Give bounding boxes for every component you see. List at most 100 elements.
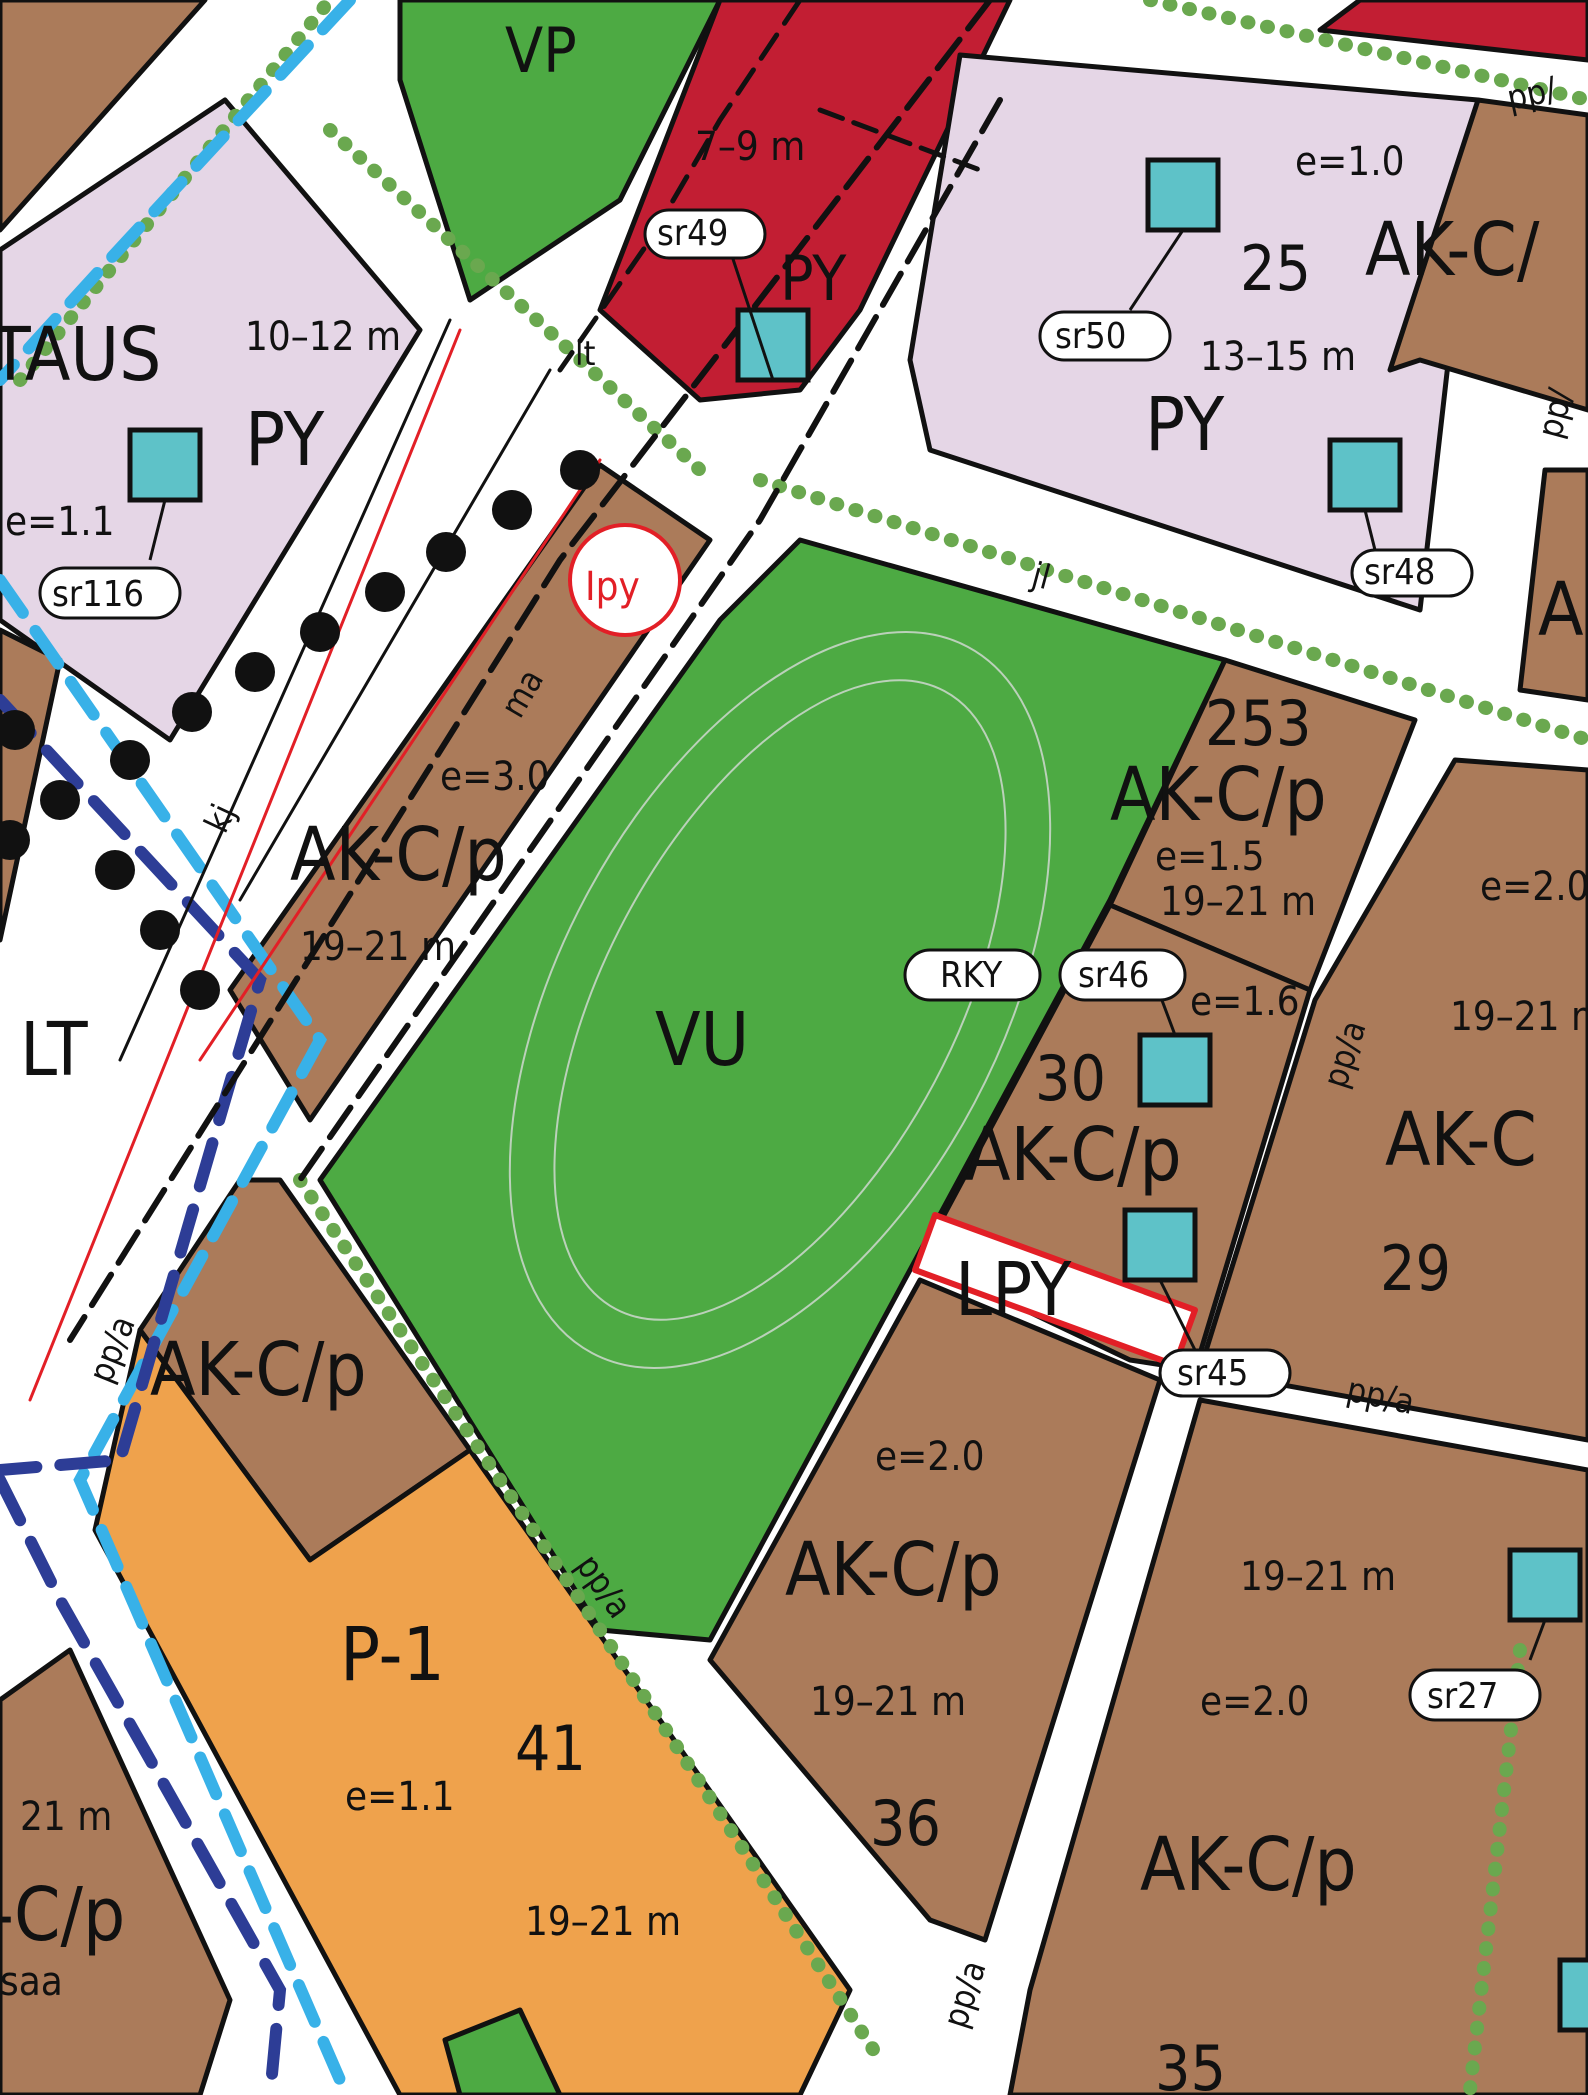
zone-label-akc-top-right: AK-C/	[1365, 207, 1540, 293]
square-protection-icon	[1507, 1547, 1583, 1623]
height-label-lower-right: 19–21 m	[1240, 1554, 1396, 1600]
leader-line	[1128, 229, 1185, 311]
zone-label-py-top-left: PY	[245, 397, 325, 483]
block-number-41: 41	[515, 1712, 586, 1785]
boundary-light-blue	[0, 574, 346, 2086]
height-label-253: 19–21 m	[1160, 879, 1316, 925]
leader-line	[728, 249, 775, 381]
square-protection-icon	[735, 307, 811, 383]
boundary-red	[28, 328, 462, 1402]
height-label-36: 19–21 m	[810, 1679, 966, 1725]
tree-row-icon	[753, 473, 1588, 747]
street-line	[238, 368, 552, 902]
height-label-10-12: 10–12 m	[245, 314, 401, 360]
sr116-pill	[38, 566, 182, 620]
zone-residential-akc-diagonal	[227, 462, 713, 1123]
zone-commercial-top-right	[1317, 0, 1588, 63]
height-label-right: 19–21 m	[1450, 994, 1588, 1040]
block-number-25: 25	[1240, 232, 1311, 305]
zone-label-akc-far-left: -C/p	[0, 1872, 125, 1958]
efficiency-label-e11-p1: e=1.1	[345, 1774, 455, 1820]
efficiency-label-e10: e=1.0	[1295, 139, 1405, 185]
leader-line	[1158, 994, 1177, 1036]
dot-row-icon	[365, 572, 405, 612]
sr49-label: sr49	[657, 213, 728, 254]
block-number-29: 29	[1380, 1232, 1451, 1305]
boundary-light-blue	[0, 0, 356, 386]
efficiency-label-e15: e=1.5	[1155, 834, 1265, 880]
zone-label-a-right: A	[1538, 567, 1584, 653]
height-label-far-left: 21 m	[20, 1794, 112, 1840]
dot-row-icon	[110, 740, 150, 780]
sr45-pill	[1158, 1348, 1292, 1398]
zone-label-vu: VU	[655, 997, 749, 1083]
zone-residential-right-edge	[1517, 467, 1588, 703]
efficiency-label-e20-lower: e=2.0	[1200, 1679, 1310, 1725]
tree-row-icon	[323, 123, 707, 477]
zone-park-bottom	[442, 2007, 563, 2095]
efficiency-label-e20-mid: e=2.0	[875, 1434, 985, 1480]
dot-row-icon	[0, 710, 35, 750]
red-circle-ipy-icon	[568, 523, 682, 637]
dot-row-icon	[172, 692, 212, 732]
dot-row-icon	[180, 970, 220, 1010]
zone-residential-36	[707, 1277, 1163, 1943]
height-label-7-9: 7–9 m	[695, 124, 805, 170]
ipy-marker-label: Ipy	[585, 564, 640, 610]
dot-row-icon	[426, 532, 466, 572]
square-protection-icon	[1145, 157, 1221, 233]
block-number-35: 35	[1155, 2032, 1226, 2095]
boundary-black-dashed	[557, 0, 803, 373]
height-label-13-15: 13–15 m	[1200, 334, 1356, 380]
height-label-p1: 19–21 m	[525, 1899, 681, 1945]
zone-residential-bottom-left	[0, 1647, 233, 2095]
height-label-akc-left: 19–21 m	[300, 924, 456, 970]
sr116-label: sr116	[52, 574, 144, 615]
block-number-30: 30	[1035, 1042, 1106, 1115]
sr50-pill	[1038, 310, 1172, 362]
zone-label-vp: VP	[505, 14, 577, 87]
dot-row-icon	[492, 490, 532, 530]
zone-label-akc-left: AK-C/p	[290, 812, 507, 898]
zone-label-akc-29: AK-C	[1385, 1097, 1537, 1183]
leader-line	[1158, 1279, 1197, 1351]
rky-label: RKY	[940, 955, 1002, 996]
sr50-label: sr50	[1055, 316, 1126, 357]
zone-label-akc-30: AK-C/p	[965, 1112, 1182, 1198]
zone-residential-top-right	[1387, 97, 1588, 413]
zone-residential-29	[1197, 757, 1588, 1443]
dot-row-icon	[95, 850, 135, 890]
efficiency-label-e20-right: e=2.0	[1480, 864, 1588, 910]
sr49-pill	[643, 208, 767, 260]
misc-label-saa: saa	[0, 1959, 63, 2005]
running-track-inner	[553, 679, 1007, 1321]
square-protection-icon	[1327, 437, 1403, 513]
boundary-red	[198, 458, 602, 1062]
efficiency-label-e16: e=1.6	[1190, 979, 1300, 1025]
zone-label-p1: P-1	[340, 1612, 445, 1698]
efficiency-label-e11-left: e=1.1	[5, 499, 115, 545]
zone-label-akc-253: AK-C/p	[1110, 752, 1327, 838]
zone-label-py-top-center: PY	[780, 242, 847, 315]
zone-residential-35	[1007, 1397, 1588, 2095]
dot-row-icon	[300, 612, 340, 652]
sr46-label: sr46	[1078, 955, 1149, 996]
dot-row-icon	[0, 820, 30, 860]
boundary-dark-blue	[0, 694, 267, 1476]
sr48-label: sr48	[1364, 552, 1435, 593]
block-number-36: 36	[870, 1787, 941, 1860]
rky-pill	[903, 948, 1042, 1002]
running-track	[508, 631, 1052, 1369]
boundary-dark-blue	[0, 1474, 287, 2095]
square-protection-icon	[1122, 1207, 1198, 1283]
leader-line	[148, 499, 167, 561]
zone-label-akc-35: AK-C/p	[1140, 1822, 1357, 1908]
sr46-pill	[1058, 948, 1187, 1002]
tree-row-icon	[293, 1173, 887, 2067]
zone-label-py-top-right: PY	[1145, 382, 1225, 468]
dot-row-icon	[40, 780, 80, 820]
leader-line	[1528, 1619, 1547, 1661]
zone-label-akc-bottom-left: AK-C/p	[150, 1327, 367, 1413]
boundary-black-dashed	[297, 97, 1003, 1183]
